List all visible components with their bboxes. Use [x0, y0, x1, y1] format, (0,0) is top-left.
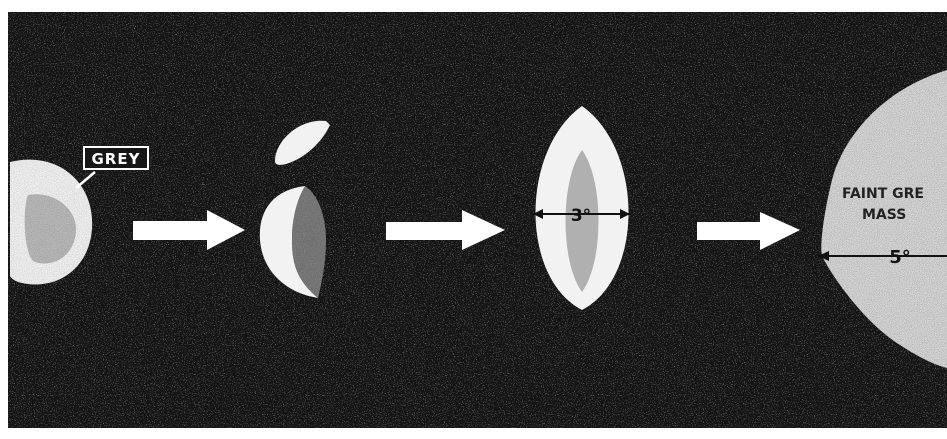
- angle-3-label: 3°: [571, 206, 591, 226]
- faint-grey-label-line2: MASS: [862, 207, 906, 223]
- angle-5-label: 5°: [889, 247, 911, 268]
- grey-label: GREY: [84, 147, 148, 169]
- faint-grey-label-line1: FAINT GRE: [842, 186, 924, 202]
- grey-label-text: GREY: [92, 150, 141, 168]
